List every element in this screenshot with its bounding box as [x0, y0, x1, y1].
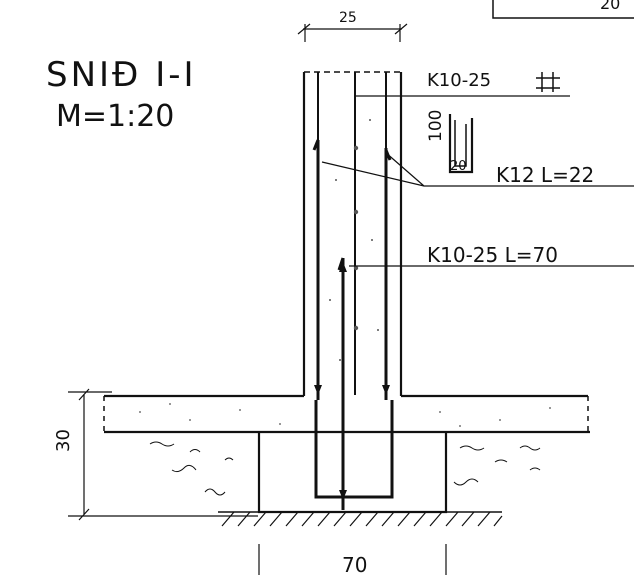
section-title: SNIĐ I-I [46, 55, 197, 95]
slab-height-dimension: 30 [53, 388, 258, 521]
title-block-fragment: 20 [492, 0, 634, 19]
stirrup-height: 100 [426, 110, 446, 142]
wall-thickness-value: 25 [339, 10, 357, 26]
corner-fragment-text: 20 [600, 0, 620, 13]
stirrup-detail: 100 20 [426, 110, 474, 174]
rebar-k12 [312, 139, 392, 400]
slab-height-value: 30 [53, 429, 74, 452]
label-top-rebar: K10-25 [427, 70, 560, 92]
wall-thickness-dimension: 25 [297, 10, 408, 42]
slab [103, 394, 590, 434]
label-top-rebar-text: K10-25 [427, 70, 491, 91]
label-k10: K10-25 L=70 [427, 243, 558, 267]
foundation-width-dimension: 70 [258, 544, 447, 575]
section-scale: M=1:20 [56, 99, 174, 134]
rebar-k10-loop [314, 257, 394, 510]
foundation [149, 432, 541, 527]
label-k12: K12 L=22 [496, 163, 594, 187]
stirrup-width: 20 [450, 159, 467, 174]
foundation-width-value: 70 [342, 553, 367, 575]
leader-lines [321, 95, 634, 267]
